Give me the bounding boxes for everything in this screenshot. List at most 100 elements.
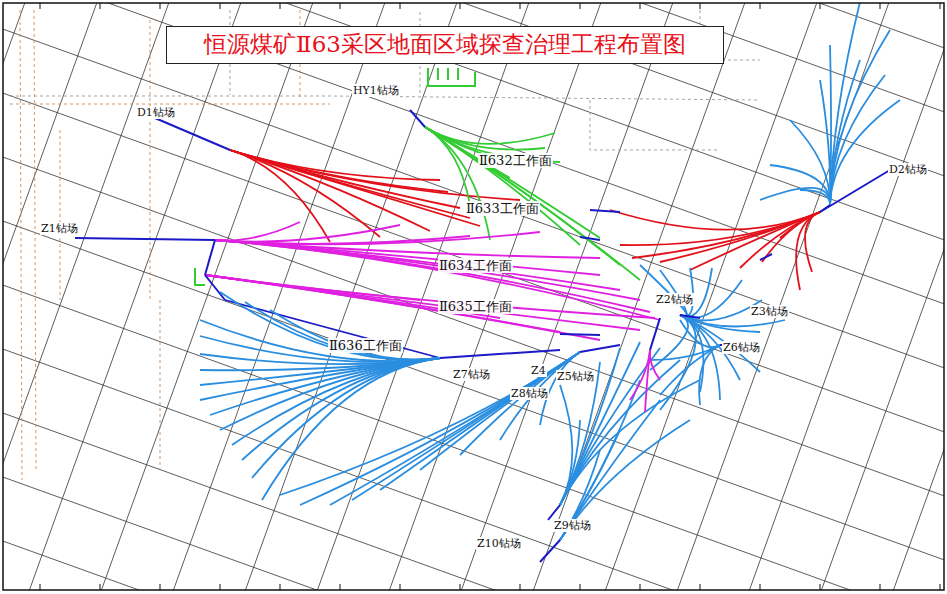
surface-feature xyxy=(34,10,36,470)
drill-site-label: Z3钻场 xyxy=(750,305,789,318)
grid-line xyxy=(3,3,170,590)
frame-tick xyxy=(580,584,581,590)
drill-hole xyxy=(205,275,560,332)
frame-tick xyxy=(40,3,41,9)
frame-tick xyxy=(220,3,221,9)
frame-tick xyxy=(580,3,581,9)
drill-hole xyxy=(500,352,580,440)
grid-line xyxy=(892,3,944,590)
frame-tick xyxy=(220,584,221,590)
drill-trunk xyxy=(580,345,620,352)
drill-hole xyxy=(380,352,580,490)
grid-line xyxy=(3,3,98,590)
work-face-label: Ⅱ635工作面 xyxy=(438,299,513,314)
drill-site-label: Z8钻场 xyxy=(510,387,549,400)
grid-line xyxy=(3,3,944,241)
frame-tick xyxy=(460,3,461,9)
frame-tick xyxy=(40,584,41,590)
drill-hole xyxy=(699,345,720,405)
frame-tick xyxy=(940,3,941,9)
drill-site-label: D2钻场 xyxy=(888,163,928,176)
grid-line xyxy=(100,3,314,590)
grid-line xyxy=(3,412,944,590)
drill-site-label: Z1钻场 xyxy=(40,222,79,235)
frame-tick xyxy=(280,584,281,590)
drill-site-label: Z2钻场 xyxy=(655,293,694,306)
frame-tick xyxy=(700,3,701,9)
work-face-label: Ⅱ632工作面 xyxy=(478,153,553,168)
drill-hole xyxy=(215,232,540,244)
grid-line xyxy=(3,92,944,433)
drill-hole xyxy=(230,150,460,208)
frame-tick xyxy=(520,584,521,590)
frame-tick xyxy=(640,584,641,590)
drill-hole xyxy=(205,275,420,300)
drill-hole xyxy=(232,358,440,445)
drill-hole xyxy=(630,350,650,400)
drill-hole xyxy=(425,127,620,265)
frame-tick xyxy=(820,584,821,590)
frame-tick xyxy=(160,584,161,590)
drill-hole xyxy=(220,358,440,430)
drill-hole xyxy=(215,240,640,300)
drill-hole xyxy=(425,127,580,245)
frame-tick xyxy=(160,3,161,9)
drill-trunk xyxy=(680,315,700,318)
drill-hole xyxy=(270,310,440,360)
drill-hole xyxy=(220,292,440,360)
drill-hole xyxy=(262,358,440,500)
drill-hole xyxy=(632,212,820,258)
frame-tick xyxy=(700,584,701,590)
frame-tick xyxy=(280,3,281,9)
drill-hole xyxy=(830,60,860,205)
drill-trunk xyxy=(540,540,560,562)
drill-site-label: Z4 xyxy=(530,364,547,377)
drill-hole xyxy=(680,320,720,347)
drill-site-label: Z7钻场 xyxy=(452,368,491,381)
drill-trunk xyxy=(820,205,830,212)
grid-line xyxy=(3,3,944,177)
drill-hole xyxy=(560,420,580,505)
frame-tick xyxy=(400,3,401,9)
drill-segment xyxy=(590,210,620,212)
grid-line xyxy=(3,348,944,590)
drill-hole xyxy=(215,240,620,290)
grid-line xyxy=(3,3,26,590)
surface-feature xyxy=(10,104,330,105)
drill-trunk xyxy=(205,275,225,300)
frame-tick xyxy=(100,3,101,9)
grid-line xyxy=(3,156,944,497)
drill-hole xyxy=(352,352,580,500)
frame-tick xyxy=(340,3,341,9)
drill-site-label: D1钻场 xyxy=(136,106,176,119)
grid-line xyxy=(3,3,944,113)
grid-line xyxy=(388,3,602,590)
drill-hole xyxy=(215,240,660,320)
surface-feature xyxy=(590,100,720,150)
drill-segment xyxy=(580,237,600,240)
drill-trunk xyxy=(650,318,660,350)
drill-hole xyxy=(805,212,820,272)
drill-hole xyxy=(280,352,580,495)
drill-hole xyxy=(205,275,330,292)
drill-hole xyxy=(245,302,440,360)
grid-line xyxy=(748,3,944,590)
surface-feature xyxy=(20,10,22,480)
drill-hole xyxy=(230,150,480,226)
surface-feature xyxy=(150,20,151,300)
drill-site-label: HY1钻场 xyxy=(352,84,400,97)
drill-hole xyxy=(780,212,820,238)
grid-line xyxy=(28,3,242,590)
frame-tick xyxy=(640,3,641,9)
drill-hole xyxy=(215,240,600,275)
drill-hole xyxy=(300,352,580,505)
frame-tick xyxy=(880,584,881,590)
drill-trunk xyxy=(155,118,230,150)
drill-hole xyxy=(650,350,660,380)
frame-tick xyxy=(340,584,341,590)
frame-tick xyxy=(100,584,101,590)
drill-segment xyxy=(760,254,772,260)
drill-hole xyxy=(205,275,600,340)
drill-hole xyxy=(230,150,380,237)
